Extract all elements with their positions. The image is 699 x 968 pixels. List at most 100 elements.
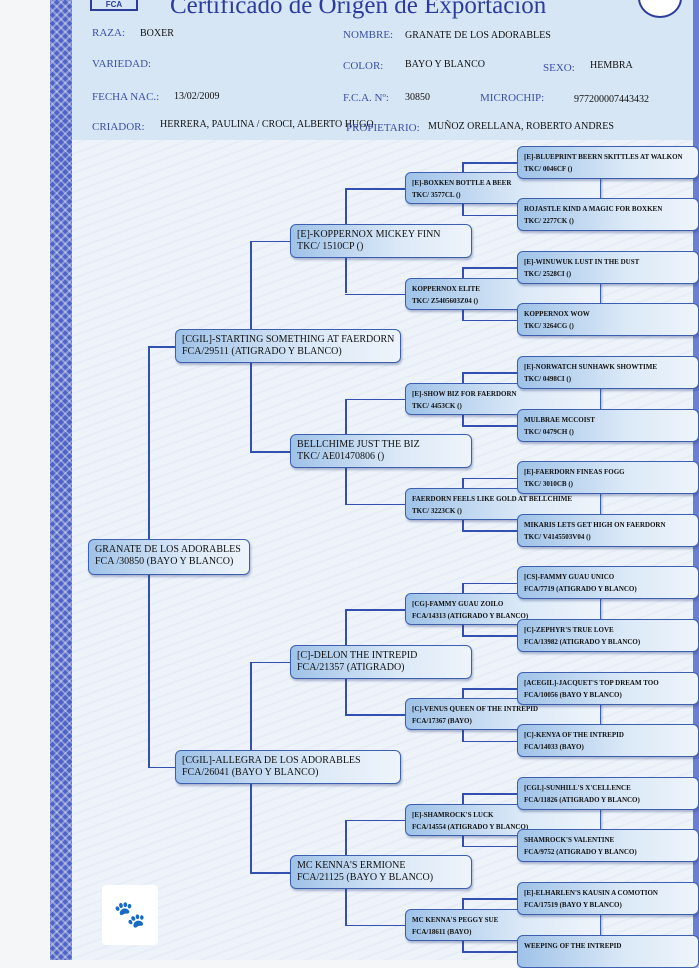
connector-line (462, 582, 518, 585)
dog-name: WEEPING OF THE INTREPID (524, 941, 622, 950)
criador-value: HERRERA, PAULINA / CROCI, ALBERTO HUGO (160, 119, 374, 130)
connector-line (345, 293, 406, 295)
connector-line (462, 635, 518, 637)
dog-name: [C]-VENUS QUEEN OF THE INTREPID (412, 705, 539, 714)
registration: TKC/ 2528CI () (524, 269, 572, 278)
nombre-value: GRANATE DE LOS ADORABLES (405, 30, 551, 41)
pedigree-entry-gen5: MIKARIS LETS GET HIGH ON FAERDORN TKC/ V4… (517, 513, 699, 547)
microchip-value: 977200007443432 (574, 94, 649, 105)
dog-name: MULBRAE MCCOIST (524, 415, 595, 424)
dog-name: ROJASTLE KIND A MAGIC FOR BOXKEN (524, 205, 663, 214)
registration: FCA/10056 (BAYO Y BLANCO) (524, 690, 622, 699)
connector-line (462, 319, 518, 322)
dog-name: [E]-ELHARLEN'S KAUSIN A COMOTION (524, 888, 658, 897)
dog-name: [E]-WINUWUK LUST IN THE DUST (524, 257, 640, 266)
variedad-label: VARIEDAD: (92, 58, 152, 70)
propietario-label: PROPIETARIO: (346, 122, 420, 134)
certificate-border (50, 0, 72, 960)
connector-line (462, 740, 518, 743)
connector-line (462, 898, 518, 900)
connector-line (345, 819, 406, 821)
dog-name: [E]-SHAMROCK'S LUCK (412, 810, 494, 819)
dog-name: MC KENNA'S ERMIONE (297, 860, 406, 872)
dog-name: [E]-NORWATCH SUNHAWK SHOWTIME (524, 362, 658, 371)
propietario-value: MUÑOZ ORELLANA, ROBERTO ANDRES (428, 121, 614, 132)
dog-name: [E]-BOXKEN BOTTLE A BEER (412, 179, 512, 188)
pedigree-entry-gen5: [ACEGIL]-JACQUET'S TOP DREAM TOO FCA/1005… (517, 671, 699, 705)
connector-line (462, 845, 518, 848)
registration: TKC/ Z5405603Z04 () (412, 296, 479, 305)
color-label: COLOR: (343, 60, 384, 72)
dog-name: MIKARIS LETS GET HIGH ON FAERDORN (524, 520, 666, 529)
pedigree-entry-gen5: MULBRAE MCCOIST TKC/ 0479CH () (517, 408, 699, 442)
dog-name: [CGIL]-ALLEGRA DE LOS ADORABLES (182, 754, 361, 766)
connector-line (250, 872, 291, 874)
raza-value: BOXER (140, 28, 174, 39)
dog-name: KOPPERNOX WOW (524, 310, 590, 319)
raza-label: RAZA: (92, 27, 125, 39)
registration: TKC/ 1510CP () (297, 240, 364, 252)
registration: FCA/18611 (BAYO) (412, 927, 472, 936)
connector-line (345, 609, 406, 611)
registration: FCA/14033 (BAYO) (524, 743, 584, 752)
fca-logo: FCA (90, 0, 138, 11)
connector-line (462, 162, 518, 164)
connector-line (462, 793, 518, 795)
registration: FCA/14313 (ATIGRADO Y BLANCO) (412, 612, 529, 621)
fecha-label: FECHA NAC.: (92, 91, 160, 103)
sexo-label: SEXO: (543, 62, 575, 74)
registration: TKC/ 2277CK () (524, 217, 574, 226)
connector-line (462, 214, 518, 217)
registration: FCA/9752 (ATIGRADO Y BLANCO) (524, 848, 637, 857)
registration: TKC/ 0498CI () (524, 374, 572, 383)
connector-line (462, 372, 518, 374)
registration: FCA/17367 (BAYO) (412, 717, 472, 726)
registration: TKC/ 3010CB () (524, 480, 573, 489)
dog-name: [ACEGIL]-JACQUET'S TOP DREAM TOO (524, 678, 659, 687)
registration: TKC/ AE01470806 () (297, 451, 385, 463)
certificate-title: Certificado de Origen de Exportación (170, 0, 547, 19)
criador-label: CRIADOR: (92, 121, 145, 133)
dog-name: [CGIL]-STARTING SOMETHING AT FAERDORN (182, 334, 395, 346)
connector-line (345, 924, 406, 927)
connector-line (345, 188, 406, 190)
connector-line (462, 688, 518, 690)
dog-name: [C]-DELON THE INTREPID (297, 649, 418, 661)
connector-line (462, 267, 518, 269)
connector-line (462, 425, 518, 427)
dog-name: KOPPERNOX ELITE (412, 284, 480, 293)
registration: FCA/11826 (ATIGRADO Y BLANCO) (524, 795, 640, 804)
connector-line (462, 477, 518, 480)
dog-name: [CG]-FAMMY GUAU ZOILO (412, 600, 504, 609)
pedigree-entry-gen5: ROJASTLE KIND A MAGIC FOR BOXKEN TKC/ 227… (517, 198, 699, 232)
fca-number-label: F.C.A. Nº: (343, 92, 389, 104)
registration: TKC/ V4145503V04 () (524, 532, 591, 541)
connector-line (250, 451, 291, 453)
registration: FCA/21125 (BAYO Y BLANCO) (297, 872, 434, 884)
sexo-value: HEMBRA (590, 60, 633, 71)
fecha-value: 13/02/2009 (174, 91, 220, 102)
connector-line (148, 346, 176, 348)
registration: TKC/ 0479CH () (524, 427, 574, 436)
dog-name: FAERDORN FEELS LIKE GOLD AT BELLCHIME (412, 494, 573, 503)
dog-name: MC KENNA'S PEGGY SUE (412, 915, 499, 924)
connector-line (462, 530, 518, 532)
microchip-label: MICROCHIP: (480, 92, 545, 104)
connector-line (345, 714, 406, 716)
registration: TKC/ 0046CF () (524, 164, 573, 173)
